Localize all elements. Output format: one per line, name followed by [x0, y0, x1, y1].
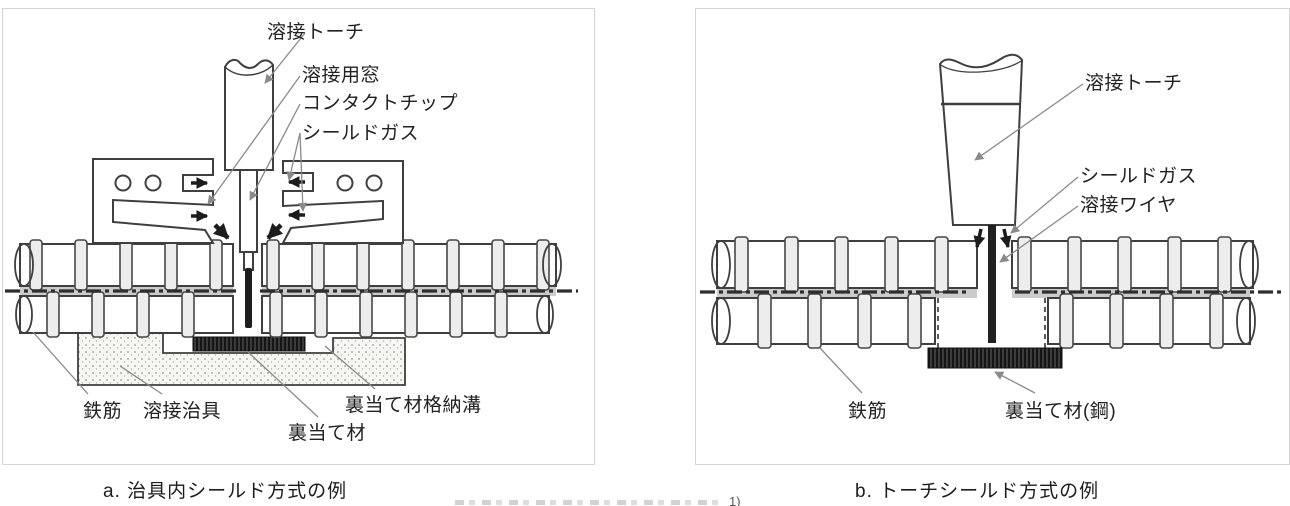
label-shield-gas-b: シールドガス	[1080, 166, 1198, 187]
label-jig-a: 溶接治具	[143, 401, 222, 422]
cropped-caption-strip	[455, 500, 720, 505]
label-backing-a: 裏当て材	[288, 423, 367, 444]
label-rebar-a: 鉄筋	[83, 401, 123, 422]
gas-jet-arrows-a	[212, 222, 284, 240]
welding-torch-a	[224, 58, 274, 171]
backing-material-a	[192, 336, 306, 352]
leader-lines-a	[32, 32, 376, 418]
label-torch-a: 溶接トーチ	[267, 22, 365, 43]
backing-material-b	[927, 347, 1063, 369]
label-contact-tip-a: コンタクトチップ	[302, 93, 459, 114]
jig-block-left	[92, 158, 215, 244]
label-rebar-b: 鉄筋	[848, 401, 888, 422]
label-wire-b: 溶接ワイヤ	[1080, 195, 1177, 216]
welding-torch-b	[938, 53, 1024, 226]
label-backing-groove-a: 裏当て材格納溝	[345, 395, 482, 416]
gas-hole	[114, 174, 132, 192]
caption-a: a. 治具内シールド方式の例	[103, 481, 348, 502]
label-torch-b: 溶接トーチ	[1085, 73, 1183, 94]
gas-hole	[144, 174, 162, 192]
welding-wire-b	[988, 225, 996, 343]
gas-hole	[365, 174, 383, 192]
gas-flow-arrows-b	[973, 228, 1012, 249]
label-backing-steel-b: 裏当て材(鋼)	[1005, 401, 1117, 422]
diagram-b	[700, 53, 1282, 394]
gas-hole	[336, 174, 354, 192]
label-shield-gas-a: シールドガス	[302, 123, 420, 144]
contact-tip	[239, 169, 258, 253]
leader-lines-b	[819, 83, 1084, 394]
label-window-a: 溶接用窓	[302, 65, 381, 86]
rebar-a	[14, 239, 562, 338]
caption-b: b. トーチシールド方式の例	[855, 481, 1100, 502]
diagram-a	[5, 32, 578, 418]
welding-jig-base	[77, 332, 406, 386]
footnote-reference: 1)	[729, 494, 741, 506]
welding-wire-a	[245, 268, 252, 328]
